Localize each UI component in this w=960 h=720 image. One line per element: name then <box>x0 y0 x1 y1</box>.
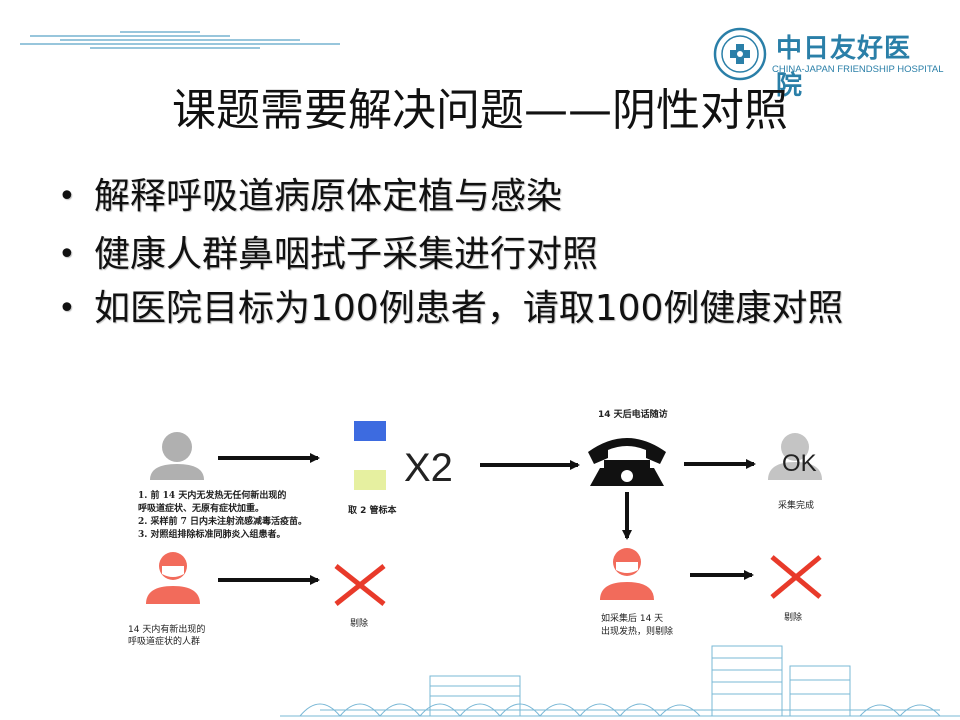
reject-cross-icon <box>334 564 386 606</box>
bullet-item: • 解释呼吸道病原体定植与感染 <box>58 170 918 224</box>
criteria-line: 呼吸道症状、无原有症状加重。 <box>138 504 265 514</box>
bullet-dot-icon: • <box>58 237 76 272</box>
healthy-person-icon <box>150 432 204 480</box>
tubes-label: 取 2 管标本 <box>348 506 397 516</box>
criteria-line: 2. 采样前 7 日内未注射流感减毒活疫苗。 <box>138 517 308 527</box>
fever-person-label: 如采集后 14 天 <box>601 614 664 624</box>
bullet-text: 如医院目标为100例患者，请取100例健康对照 <box>94 288 844 329</box>
bullet-item: • 健康人群鼻咽拭子采集进行对照 <box>58 228 918 282</box>
remove-label: 剔除 <box>350 619 369 629</box>
ok-person-icon <box>768 433 822 480</box>
multiplier-label: X2 <box>404 446 453 490</box>
reject-cross-icon <box>770 555 822 599</box>
criteria-line: 1. 前 14 天内无发热无任何新出现的 <box>138 491 287 501</box>
remove-label: 剔除 <box>784 613 803 623</box>
bullet-dot-icon: • <box>58 291 76 326</box>
hospital-skyline-decoration <box>280 645 960 717</box>
symptom-person-label: 14 天内有新出现的 <box>128 625 206 635</box>
hospital-seal-icon <box>713 27 767 81</box>
bullet-list: • 解释呼吸道病原体定植与感染 • 健康人群鼻咽拭子采集进行对照 • 如医院目标… <box>58 170 918 336</box>
slide-title: 课题需要解决问题——阴性对照 <box>172 85 788 136</box>
hospital-logo: 中日友好医院 CHINA-JAPAN FRIENDSHIP HOSPITAL <box>712 26 944 101</box>
fever-person-icon <box>600 548 654 600</box>
bullet-item: • 如医院目标为100例患者，请取100例健康对照 <box>58 286 918 332</box>
decorative-lines <box>20 31 340 49</box>
bullet-dot-icon: • <box>58 179 76 214</box>
criteria-line: 3. 对照组排除标准同肺炎入组患者。 <box>138 530 286 540</box>
symptomatic-person-icon <box>146 552 200 604</box>
yellow-tube-icon <box>354 470 386 490</box>
fever-person-label: 出现发热，则剔除 <box>601 627 674 637</box>
ok-label: OK <box>782 450 817 477</box>
collection-done-label: 采集完成 <box>778 501 815 511</box>
inclusion-criteria: 1. 前 14 天内无发热无任何新出现的 呼吸道症状、无原有症状加重。 2. 采… <box>138 490 307 542</box>
telephone-icon <box>588 438 666 486</box>
hospital-name-en: CHINA-JAPAN FRIENDSHIP HOSPITAL <box>772 64 944 75</box>
bullet-text: 解释呼吸道病原体定植与感染 <box>94 176 563 217</box>
blue-tube-icon <box>354 421 386 441</box>
phone-followup-label: 14 天后电话随访 <box>598 410 668 420</box>
bullet-text: 健康人群鼻咽拭子采集进行对照 <box>94 234 599 275</box>
hospital-name-cn: 中日友好医院 <box>776 34 912 101</box>
symptom-person-label: 呼吸道症状的人群 <box>128 637 201 647</box>
